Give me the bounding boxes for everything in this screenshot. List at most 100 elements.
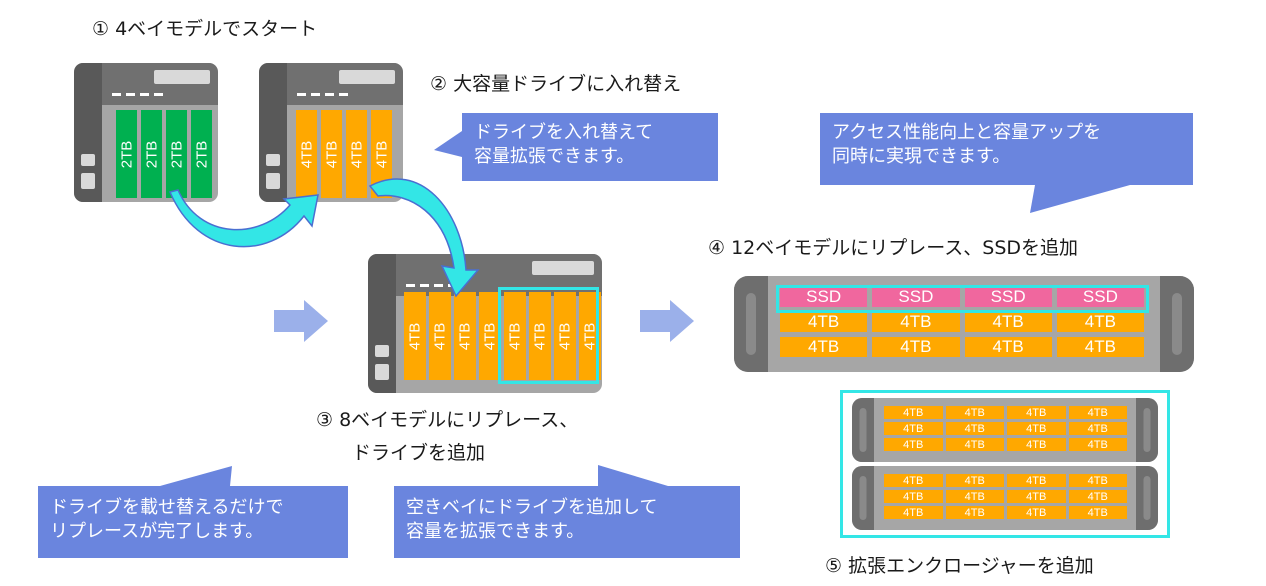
nas-leds xyxy=(406,284,457,287)
rack-ear-right xyxy=(1136,466,1158,530)
bubble-add-line1: 空きベイにドライブを追加して xyxy=(406,497,658,518)
drive-2tb: 2TB xyxy=(166,110,187,198)
drive-ssd: SSD xyxy=(964,286,1052,307)
drive-4tb: 4TB xyxy=(479,292,501,380)
expansion-highlight xyxy=(840,390,1170,538)
drive-4tb: 4TB xyxy=(1068,490,1127,503)
nas-4bay-start: 2TB 2TB 2TB 2TB xyxy=(74,63,218,202)
expansion-drive-grid: 4TB 4TB 4TB 4TB 4TB 4TB 4TB 4TB 4TB 4TB … xyxy=(884,406,1127,451)
bubble-replace-line1: ドライブを載せ替えるだけで xyxy=(50,497,284,518)
rack-ear-right xyxy=(1136,398,1158,462)
rack-handle xyxy=(1143,476,1151,520)
flow-arrow-right-icon xyxy=(274,300,328,342)
step3-label-line1: ③ 8ベイモデルにリプレース、 xyxy=(316,409,579,431)
added-drives-highlight xyxy=(498,287,599,384)
drive-4tb: 4TB xyxy=(1007,474,1066,487)
drive-4tb: 4TB xyxy=(884,506,943,519)
expansion-drive-grid: 4TB 4TB 4TB 4TB 4TB 4TB 4TB 4TB 4TB 4TB … xyxy=(884,474,1127,519)
rack-handle xyxy=(859,408,867,452)
step4-label: ④ 12ベイモデルにリプレース、SSDを追加 xyxy=(708,237,1079,259)
drive-4tb: 4TB xyxy=(884,406,943,419)
drive-4tb: 4TB xyxy=(346,110,367,198)
drive-4tb: 4TB xyxy=(1068,438,1127,451)
bubble-performance-line1: アクセス性能向上と容量アップを xyxy=(832,122,1102,143)
nas-bays: 4TB 4TB 4TB 4TB xyxy=(296,110,392,198)
rack-ear-left xyxy=(734,276,768,372)
step5-label: ⑤ 拡張エンクロージャーを追加 xyxy=(825,555,1094,577)
drive-4tb: 4TB xyxy=(884,438,943,451)
bubble-swap-line1: ドライブを入れ替えて xyxy=(474,122,654,143)
nas-leds xyxy=(297,93,348,96)
nas-8bay: 4TB 4TB 4TB 4TB 4TB 4TB 4TB 4TB xyxy=(368,254,602,393)
nas-bays: 2TB 2TB 2TB 2TB xyxy=(116,110,212,198)
drive-4tb-new: 4TB xyxy=(529,292,551,380)
nas-lcd xyxy=(339,70,395,84)
nas-button xyxy=(81,173,95,189)
nas-button xyxy=(266,154,280,166)
bubble-add-line2: 容量を拡張できます。 xyxy=(406,521,585,542)
drive-4tb: 4TB xyxy=(296,110,317,198)
drive-4tb: 4TB xyxy=(1056,337,1144,357)
rack-12bay: SSD SSD SSD SSD 4TB 4TB 4TB 4TB 4TB 4TB … xyxy=(734,276,1194,372)
drive-4tb: 4TB xyxy=(1068,422,1127,435)
nas-4bay-upgraded: 4TB 4TB 4TB 4TB xyxy=(259,63,403,202)
nas-bays: 4TB 4TB 4TB 4TB 4TB 4TB 4TB 4TB xyxy=(404,292,601,380)
drive-2tb: 2TB xyxy=(116,110,137,198)
drive-4tb: 4TB xyxy=(404,292,426,380)
drive-4tb-new: 4TB xyxy=(579,292,601,380)
nas-leds xyxy=(112,93,163,96)
bubble-swap: ドライブを入れ替えて 容量拡張できます。 xyxy=(462,113,718,181)
drive-4tb: 4TB xyxy=(945,474,1004,487)
drive-4tb: 4TB xyxy=(371,110,392,198)
drive-4tb: 4TB xyxy=(429,292,451,380)
drive-4tb: 4TB xyxy=(945,422,1004,435)
bubble-tail-performance xyxy=(1030,185,1130,213)
drive-4tb: 4TB xyxy=(884,490,943,503)
drive-4tb: 4TB xyxy=(872,337,960,357)
rack-handle xyxy=(1172,293,1182,355)
drive-4tb: 4TB xyxy=(1068,474,1127,487)
drive-4tb: 4TB xyxy=(1068,506,1127,519)
bubble-tail-replace xyxy=(160,466,232,486)
nas-button xyxy=(81,154,95,166)
drive-4tb: 4TB xyxy=(964,337,1052,357)
drive-4tb: 4TB xyxy=(1007,490,1066,503)
flow-arrow-right-icon xyxy=(640,300,694,342)
bubble-tail-add xyxy=(598,465,668,486)
drive-4tb: 4TB xyxy=(884,422,943,435)
drive-4tb: 4TB xyxy=(964,312,1052,332)
bubble-performance: アクセス性能向上と容量アップを 同時に実現できます。 xyxy=(820,113,1193,185)
drive-4tb: 4TB xyxy=(780,312,868,332)
nas-lcd xyxy=(154,70,210,84)
drive-4tb: 4TB xyxy=(321,110,342,198)
nas-lcd xyxy=(532,261,594,275)
step1-label: ① 4ベイモデルでスタート xyxy=(92,18,318,40)
rack-ear-right xyxy=(1160,276,1194,372)
bubble-replace: ドライブを載せ替えるだけで リプレースが完了します。 xyxy=(38,486,348,558)
drive-4tb: 4TB xyxy=(1007,506,1066,519)
drive-4tb-new: 4TB xyxy=(504,292,526,380)
nas-top-panel xyxy=(287,63,403,105)
drive-ssd: SSD xyxy=(780,286,868,307)
drive-ssd: SSD xyxy=(1056,286,1144,307)
bubble-add: 空きベイにドライブを追加して 容量を拡張できます。 xyxy=(394,486,740,558)
step2-label: ② 大容量ドライブに入れ替え xyxy=(430,73,682,95)
drive-4tb: 4TB xyxy=(1007,422,1066,435)
drive-4tb: 4TB xyxy=(945,490,1004,503)
drive-4tb: 4TB xyxy=(1068,406,1127,419)
drive-4tb: 4TB xyxy=(884,474,943,487)
drive-4tb: 4TB xyxy=(1007,406,1066,419)
bubble-replace-line2: リプレースが完了します。 xyxy=(50,521,264,542)
drive-4tb: 4TB xyxy=(872,312,960,332)
ssd-highlight xyxy=(776,285,1149,313)
rack-ear-left xyxy=(852,398,874,462)
rack-handle xyxy=(1143,408,1151,452)
bubble-tail-swap xyxy=(434,131,462,157)
nas-button xyxy=(375,364,389,380)
step3-label-line2: ドライブを追加 xyxy=(352,442,486,464)
rack-handle xyxy=(746,293,756,355)
rack-drive-grid: SSD SSD SSD SSD 4TB 4TB 4TB 4TB 4TB 4TB … xyxy=(780,286,1144,357)
drive-ssd: SSD xyxy=(872,286,960,307)
expansion-unit-1: 4TB 4TB 4TB 4TB 4TB 4TB 4TB 4TB 4TB 4TB … xyxy=(852,398,1158,462)
